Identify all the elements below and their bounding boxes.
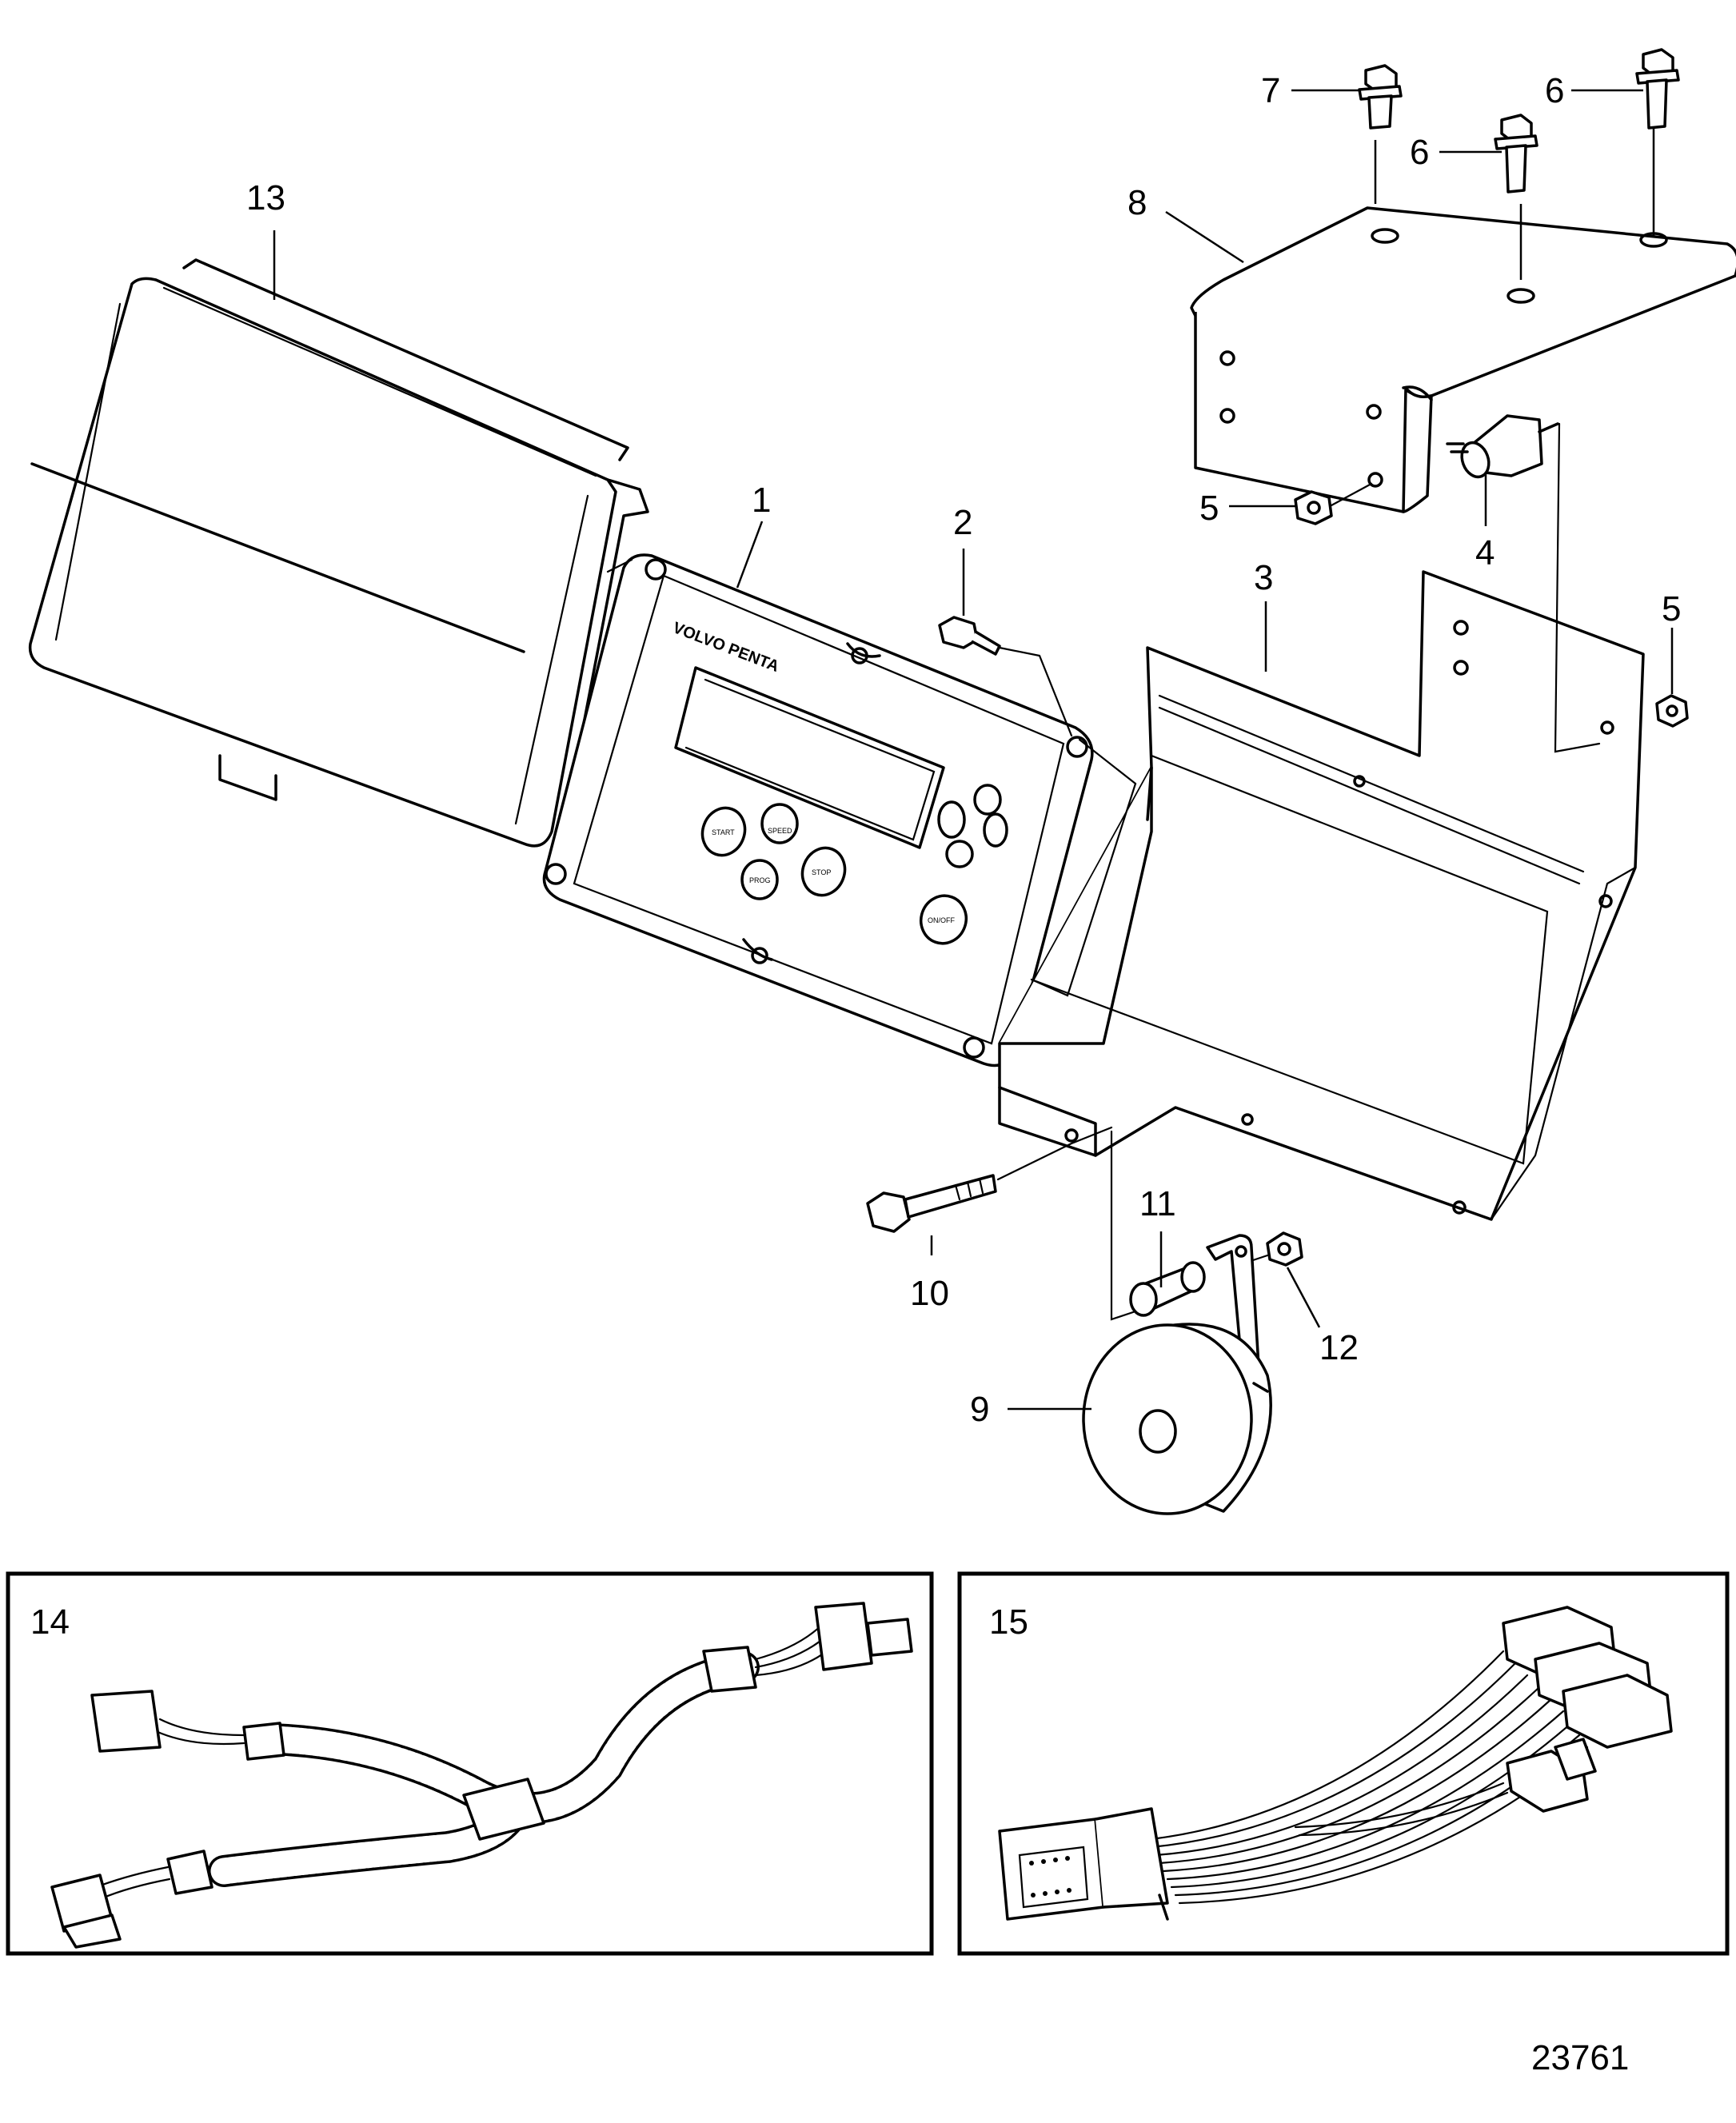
callout-8: 8 [1127, 183, 1147, 222]
bolt-part-10 [866, 1126, 1113, 1233]
callout-13: 13 [246, 178, 285, 217]
onoff-key-label: ON/OFF [928, 916, 955, 924]
callout-3: 3 [1254, 558, 1273, 597]
callout-12: 12 [1319, 1328, 1359, 1367]
leader-lines [273, 89, 1674, 1411]
callout-5a: 5 [1199, 489, 1219, 528]
nut-part-5b [1655, 694, 1689, 728]
bolt-part-6b [1635, 48, 1680, 130]
callout-6b: 6 [1545, 71, 1564, 110]
callout-15: 15 [989, 1602, 1028, 1642]
callout-2: 2 [953, 503, 972, 542]
callout-9: 9 [970, 1390, 989, 1429]
start-key-label: START [712, 828, 735, 836]
stop-key-label: STOP [812, 868, 831, 876]
cover-part-13 [28, 258, 649, 848]
callout-4: 4 [1475, 533, 1495, 573]
callout-labels: 13 1 2 3 4 5 5 6 6 7 8 9 10 11 12 [246, 71, 1681, 1429]
callout-14: 14 [30, 1602, 70, 1642]
figure-number: 23761 [1531, 2038, 1629, 2077]
prog-key-label: PROG [749, 876, 771, 884]
callout-5b: 5 [1662, 589, 1681, 629]
bolt-part-7 [1358, 64, 1403, 130]
callout-10: 10 [910, 1274, 949, 1313]
mounting-plate-part-3 [998, 570, 1645, 1221]
callout-11: 11 [1139, 1184, 1176, 1223]
inset-adapter-part-15: 15 [957, 1571, 1730, 1956]
speed-key-label: SPEED [768, 827, 792, 835]
bolt-part-6a [1494, 114, 1538, 194]
display-unit-part-1: VOLVO PENTA START SPEED PROG STOP ON/OFF [542, 553, 1094, 1067]
inset-harness-part-14: 14 [6, 1571, 934, 1956]
callout-7: 7 [1261, 71, 1280, 110]
rubber-mount-part-4 [1446, 414, 1601, 753]
bracket-part-8 [1190, 128, 1736, 513]
horn-part-9 [1082, 1234, 1272, 1515]
callout-1: 1 [752, 481, 771, 520]
screw-part-2 [938, 616, 1073, 737]
nut-part-5a [1294, 482, 1373, 525]
spacer-part-11 [1110, 1130, 1206, 1321]
callout-6a: 6 [1410, 133, 1429, 172]
